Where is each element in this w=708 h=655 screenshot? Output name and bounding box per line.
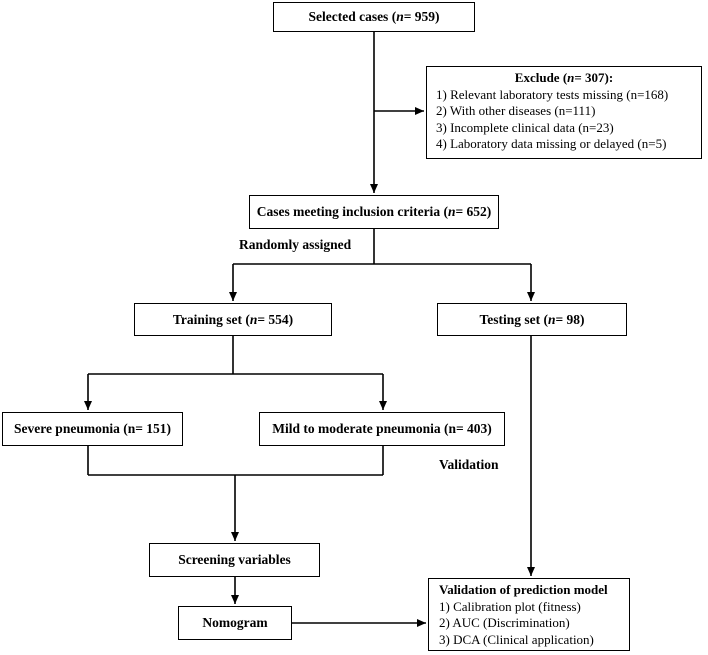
selected-cases-box: Selected cases (n= 959) [273, 2, 475, 32]
testing-n: n [547, 311, 556, 327]
exclude-title-post: = 307): [574, 70, 614, 85]
training-post: = 554) [257, 311, 294, 327]
screening-variables-box: Screening variables [149, 543, 320, 577]
inclusion-n: n [447, 204, 456, 219]
randomly-assigned-label: Randomly assigned [239, 237, 352, 252]
exclude-box: Exclude (n= 307): 1) Relevant laboratory… [426, 66, 702, 159]
validation-model-box: Validation of prediction model 1) Calibr… [428, 578, 630, 651]
training-n: n [249, 311, 258, 327]
validation-item: 1) Calibration plot (fitness) [439, 598, 581, 614]
selected-cases-pre: Selected cases ( [308, 9, 397, 24]
testing-post: = 98) [555, 311, 585, 327]
severe-pneumonia-box: Severe pneumonia (n= 151) [2, 412, 183, 446]
training-set-box: Training set (n= 554) [134, 303, 332, 336]
exclude-item: 2) With other diseases (n=111) [436, 103, 596, 118]
nomogram-box: Nomogram [178, 606, 292, 640]
testing-set-box: Testing set (n= 98) [437, 303, 627, 336]
selected-cases-n: n [396, 9, 404, 24]
validation-label: Validation [439, 457, 499, 472]
exclude-item: 3) Incomplete clinical data (n=23) [436, 119, 614, 135]
mild-moderate-pneumonia-box: Mild to moderate pneumonia (n= 403) [259, 412, 505, 446]
validation-item: 3) DCA (Clinical application) [439, 631, 594, 647]
testing-pre: Testing set ( [479, 311, 548, 327]
inclusion-post: = 652) [455, 204, 492, 219]
exclude-item: 1) Relevant laboratory tests missing (n=… [436, 86, 669, 102]
exclude-title: Exclude (n= 307): [436, 70, 701, 87]
validation-model-title: Validation of prediction model [439, 582, 608, 597]
inclusion-pre: Cases meeting inclusion criteria ( [256, 204, 448, 219]
validation-item: 2) AUC (Discrimination) [439, 615, 570, 630]
inclusion-criteria-box: Cases meeting inclusion criteria (n= 652… [249, 195, 499, 229]
exclude-title-pre: Exclude ( [514, 70, 568, 85]
training-pre: Training set ( [172, 311, 250, 327]
selected-cases-post: = 959) [403, 9, 440, 24]
exclude-title-n: n [567, 70, 575, 85]
exclude-item: 4) Laboratory data missing or delayed (n… [436, 136, 667, 151]
